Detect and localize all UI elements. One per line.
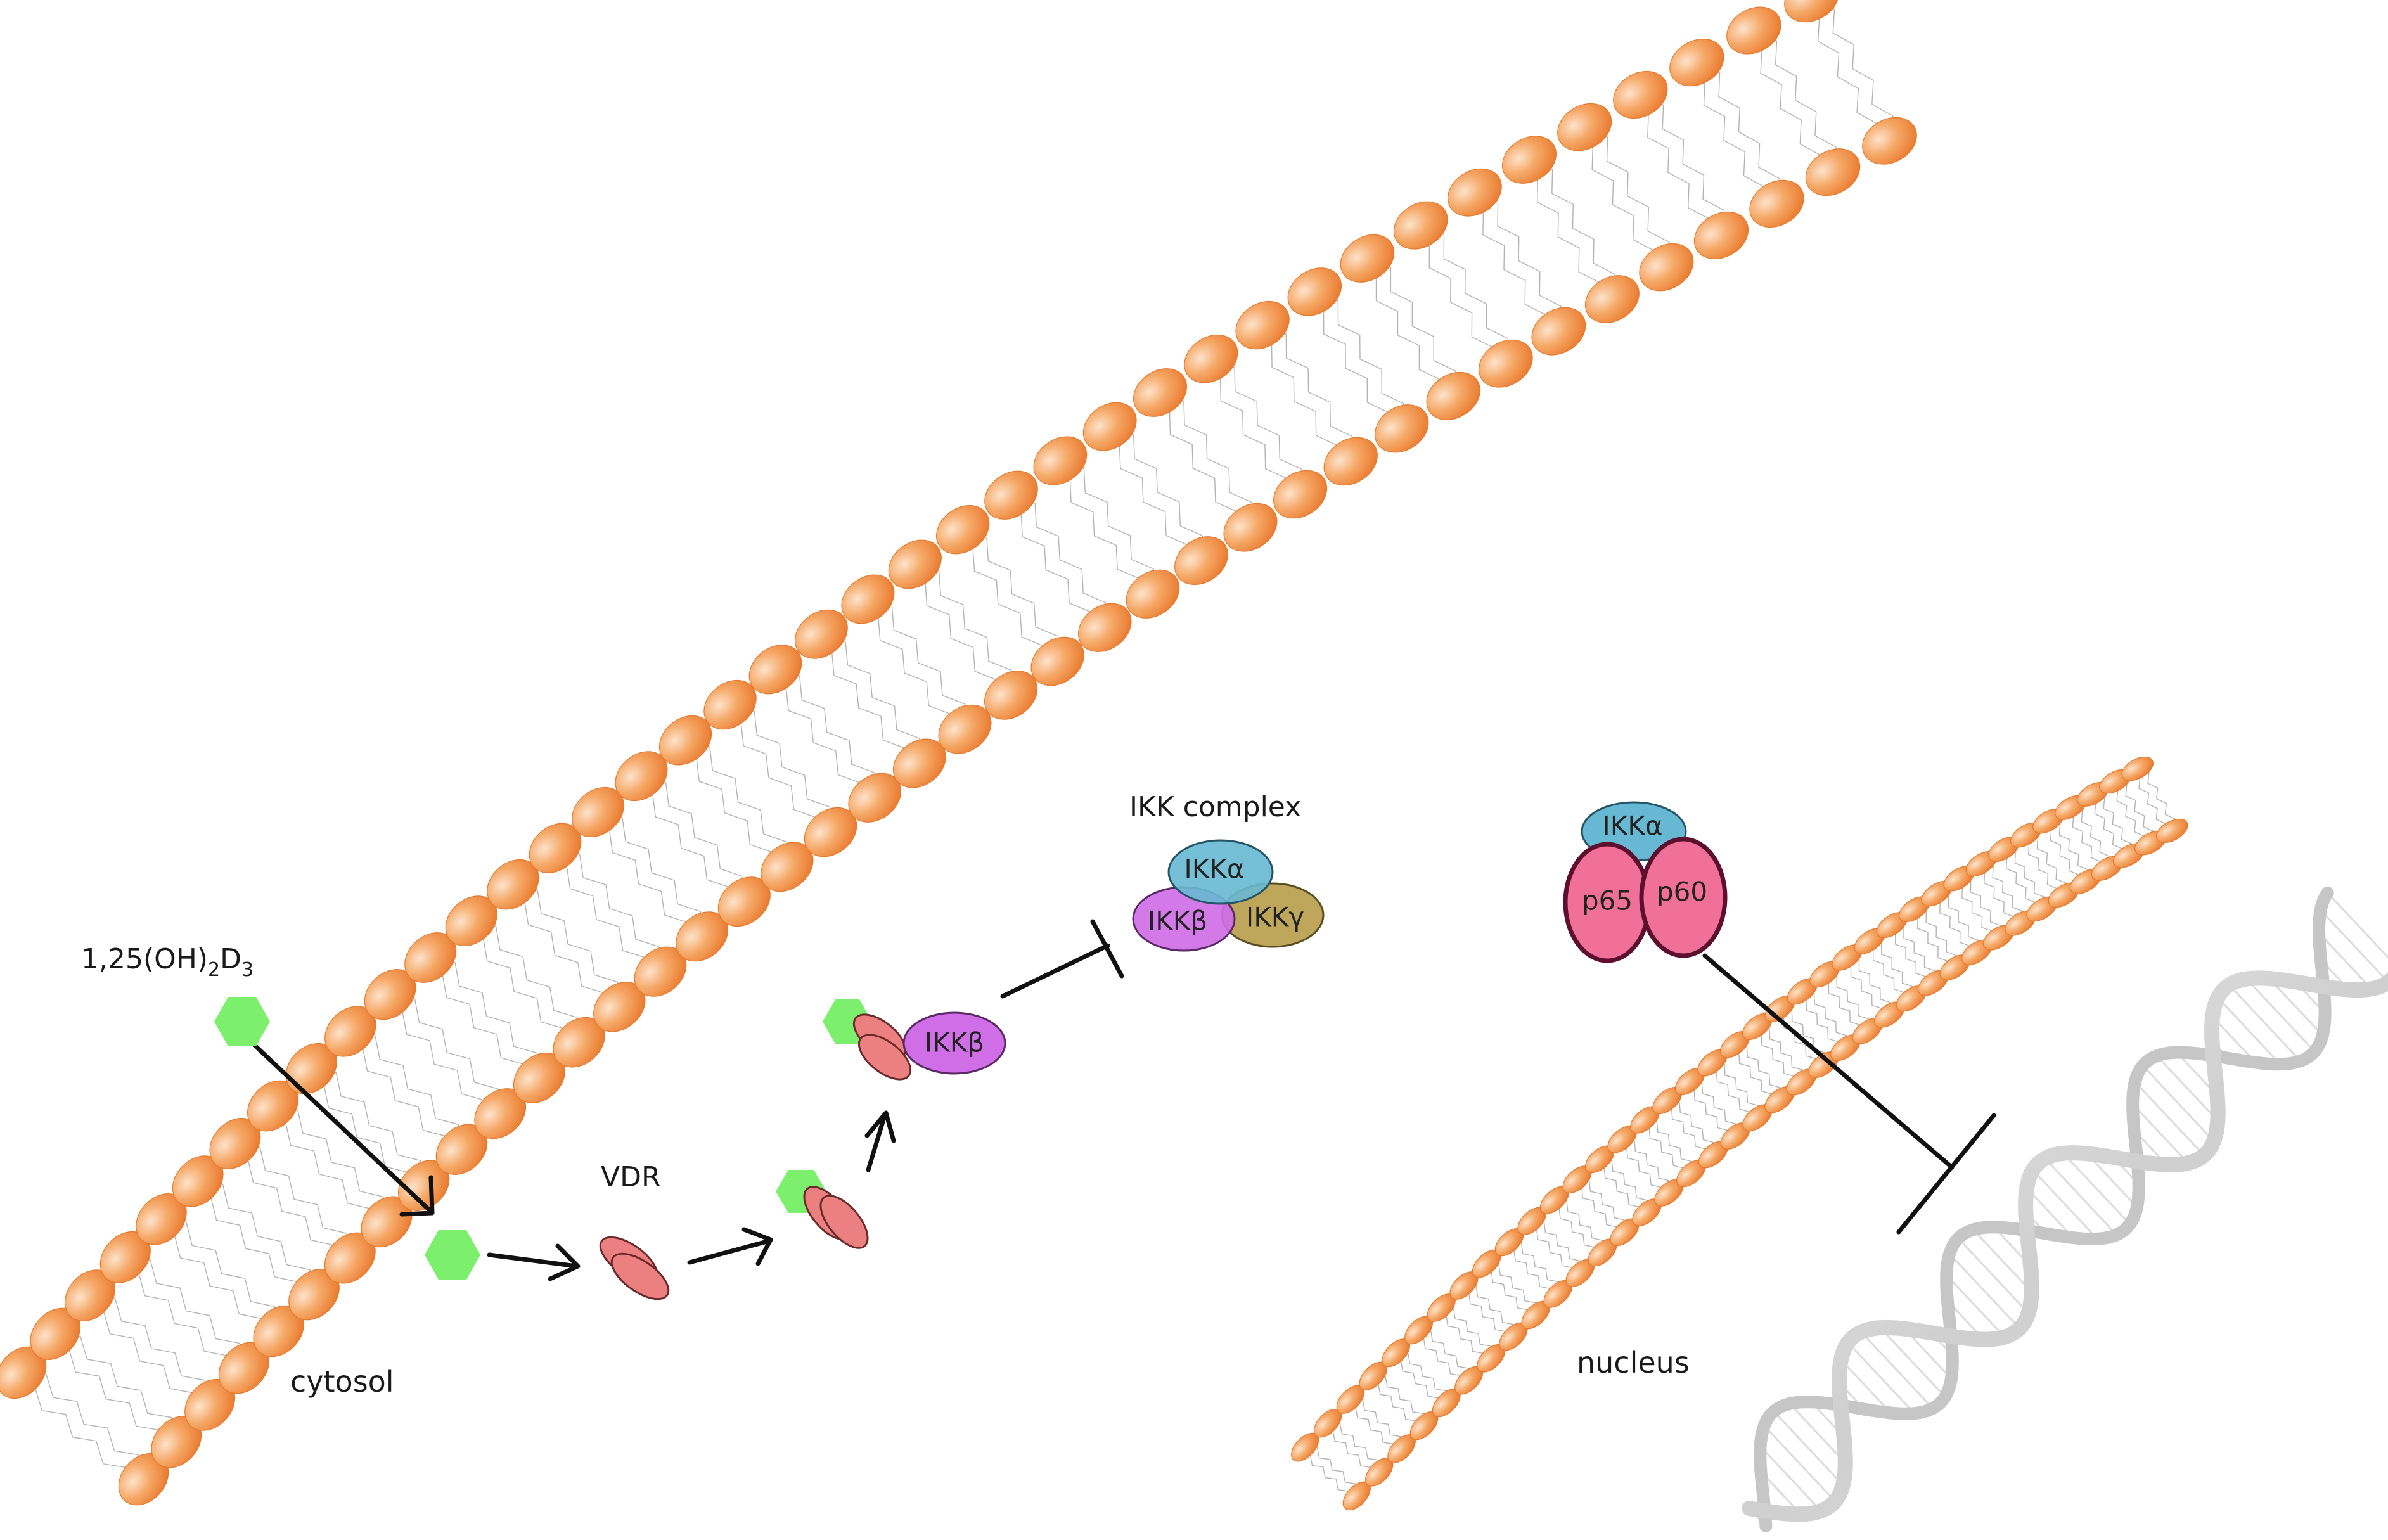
nucleus-label: nucleus [1577,1345,1690,1380]
p65-label: p65 [1582,885,1633,916]
vdr-to-complex-arrowhead [741,1227,773,1266]
nuclear-membrane-tails [1299,767,2178,1500]
vdr-to-complex-arrow [687,1238,772,1265]
cell-membrane [0,0,1917,1506]
ikkbeta-bound [902,1011,1006,1075]
dna-base-pairs [1748,892,2388,1527]
ikk-complex-inhibition-line [1000,943,1110,999]
vdr-receptor [599,1236,670,1300]
nfkb-inhibition-line [1702,953,1955,1170]
pathway-arrows [236,919,1996,1281]
ligand-hexagon-outside [214,997,270,1046]
cell-membrane-tails [11,0,1898,1486]
ligand-to-vdr-arrowhead [548,1243,581,1281]
p60-label: p60 [1657,876,1707,908]
nuclear-membrane-heads [1291,756,2188,1511]
ligand-label: 1,25(OH)2D3 [81,943,254,981]
ikk-complex-inhibition-bar [1090,919,1124,979]
vdr-ikkbeta-complex: IKKβ [852,1011,1006,1081]
ikk-beta-label: IKKβ [1148,906,1207,937]
dna-helix [1742,886,2388,1533]
nfkb-complex: IKKα p65 p60 [1563,801,1728,963]
ikkbeta-bound-label: IKKβ [925,1027,984,1058]
vdr-to-ikkbeta-arrow [866,1113,887,1172]
ligand-hexagon-inside [425,1230,480,1280]
ikk-complex-label: IKK complex [1129,791,1301,823]
nuclear-membrane [1291,756,2188,1511]
dna-strand-front [1742,970,2388,1522]
ikk-gamma-label: IKKγ [1246,902,1304,933]
vdr-to-ikkbeta-arrowhead [864,1110,896,1143]
ikk-alpha [1167,839,1274,905]
nfkb-inhibition-bar [1896,1113,1996,1235]
ikk-complex: IKKα IKKβ IKKγ [1132,839,1325,952]
cytosol-label: cytosol [290,1364,394,1399]
vdr-label: VDR [601,1161,661,1193]
p60-subunit [1639,837,1728,958]
ligand-entry-arrowhead [399,1175,435,1217]
vdr-ligand-complex [803,1186,869,1249]
cell-membrane-heads [0,0,1917,1506]
ikk-alpha-label: IKKα [1184,854,1244,885]
ikk-alpha-nuclear-label: IKKα [1602,811,1662,842]
ligand-to-vdr-arrow [487,1252,579,1269]
ligand-entry-arrow [236,1027,431,1212]
